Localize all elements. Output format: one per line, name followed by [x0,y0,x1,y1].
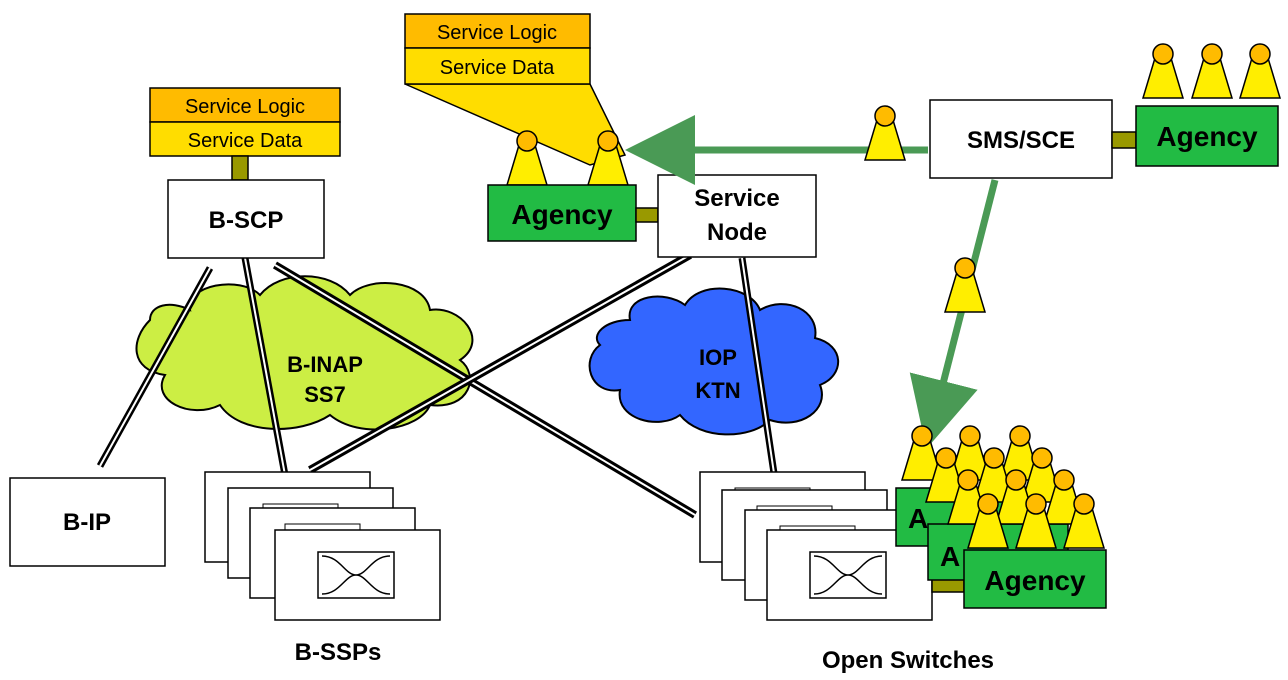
bip-node: B-IP [9,477,166,567]
person-icon [944,257,986,313]
agency-service-stack: Service Logic Service Data [404,13,627,166]
binap-ss7-cloud [135,275,474,431]
cloud-label-binap: B-INAP [287,352,363,377]
open-switches-stack [699,471,965,621]
management-arrows [625,105,999,449]
center-agency: Agency [487,184,659,242]
connection-lines [96,251,779,519]
right-agency-persons [1142,43,1281,99]
smssce-node: SMS/SCE [929,99,1137,179]
bscp-node: B-SCP [167,179,325,259]
agency-service-logic-label: Service Logic [437,22,557,44]
switch-agencies-cluster: A A Agency [895,425,1107,609]
bottom-agency-label: Agency [984,565,1086,596]
cloud-label-ktn: KTN [695,378,740,403]
right-agency-label: Agency [1156,121,1258,152]
stacked-agency-partial-2: A [940,541,960,572]
switch-card-front [274,529,441,621]
center-agency-label: Agency [511,199,613,230]
switch-symbol-icon [321,555,391,595]
open-switches-label: Open Switches [822,647,994,674]
cloud-label-ss7: SS7 [304,382,346,407]
person-icon [1142,43,1184,99]
service-node: Service Node [657,174,817,258]
bscp-service-stack: Service Logic Service Data [149,87,341,181]
person-icon [864,105,906,161]
bssps-stack [204,471,441,621]
person-icon [1239,43,1281,99]
bscp-service-logic-label: Service Logic [185,96,305,118]
stacked-agency-partial-1: A [908,503,928,534]
service-node-label-line1: Service [694,185,779,212]
cloud-label-iop: IOP [699,345,737,370]
service-node-label-line2: Node [707,219,767,246]
switch-symbol-icon [813,555,883,595]
bscp-label: B-SCP [209,207,284,234]
iop-ktn-cloud [588,287,840,436]
person-icon [1191,43,1233,99]
right-agency: Agency [1135,105,1279,167]
bssps-label: B-SSPs [295,639,382,666]
agency-service-data-label: Service Data [440,57,555,79]
bip-label: B-IP [63,509,111,536]
smssce-label: SMS/SCE [967,127,1075,154]
bscp-service-data-label: Service Data [188,130,303,152]
